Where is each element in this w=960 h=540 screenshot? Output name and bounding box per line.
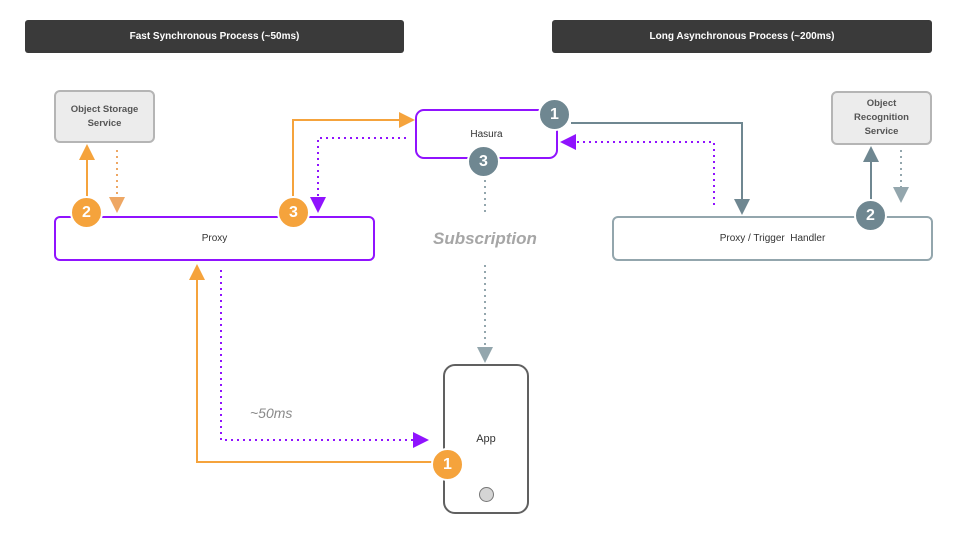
subscription-label: Subscription <box>433 229 537 248</box>
object-recognition-label: Object Recognition Service <box>854 98 909 137</box>
hasura-label: Hasura <box>470 128 503 140</box>
app-phone-node: App <box>443 364 529 514</box>
latency-label: ~50ms <box>250 405 293 421</box>
arrow-hasura-to-proxy <box>310 137 406 213</box>
long-async-banner: Long Asynchronous Process (~200ms) <box>552 20 932 53</box>
step-badge-storage: 2 <box>70 196 103 229</box>
step-badge-proxy: 3 <box>277 196 310 229</box>
step-badge-app: 1 <box>431 448 464 481</box>
step-badge-hasura-3: 3 <box>467 145 500 178</box>
arrow-hasura-to-trigger <box>571 122 750 215</box>
object-storage-node: Object Storage Service <box>54 90 155 143</box>
proxy-label: Proxy <box>201 233 228 244</box>
step-badge-trigger: 2 <box>854 199 887 232</box>
trigger-handler-label: Proxy / Trigger Handler <box>719 233 826 244</box>
arrow-proxy-to-hasura <box>292 112 415 196</box>
arrow-proxy-to-app <box>220 270 429 448</box>
phone-home-button <box>479 487 494 502</box>
app-label: App <box>476 433 496 445</box>
fast-sync-banner: Fast Synchronous Process (~50ms) <box>25 20 404 53</box>
arrow-trigger-to-hasura <box>560 134 715 205</box>
trigger-handler-node: Proxy / Trigger Handler <box>612 216 933 261</box>
step-badge-hasura-1: 1 <box>538 98 571 131</box>
proxy-node: Proxy <box>54 216 375 261</box>
arrow-app-to-proxy <box>189 264 432 463</box>
object-storage-label: Object Storage Service <box>70 103 139 129</box>
object-recognition-node: Object Recognition Service <box>831 91 932 145</box>
